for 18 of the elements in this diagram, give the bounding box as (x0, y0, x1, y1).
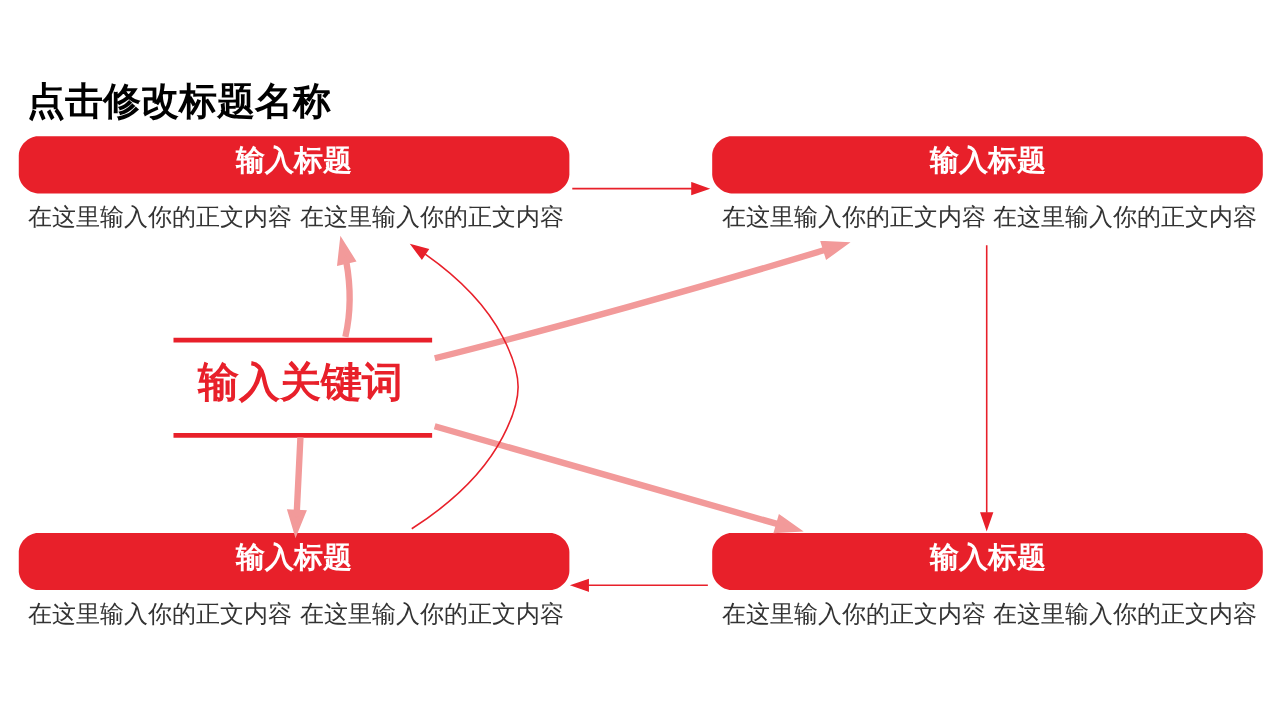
diagram-title: 点击修改标题名称 (27, 78, 332, 123)
arrow (980, 244, 994, 532)
node-box: 输入标题 (18, 136, 570, 194)
node-box: 输入标题 (712, 532, 1263, 591)
node-label: 在这里输入你的正文内容 在这里输入你的正文内容 (721, 599, 1258, 628)
arrow (434, 240, 851, 362)
arrow (286, 437, 307, 539)
node-text: 输入关键词 (198, 358, 404, 407)
arrow (433, 423, 804, 534)
node-box: 输入标题 (18, 532, 570, 591)
node-label: 在这里输入你的正文内容 在这里输入你的正文内容 (721, 203, 1258, 232)
arrow (337, 235, 357, 338)
arrow (571, 181, 711, 196)
node-label: 在这里输入你的正文内容 在这里输入你的正文内容 (28, 599, 564, 628)
arrow (569, 578, 709, 592)
node-box: 输入标题 (712, 136, 1263, 194)
node-label: 在这里输入你的正文内容 在这里输入你的正文内容 (28, 203, 564, 232)
arrow (409, 243, 519, 530)
